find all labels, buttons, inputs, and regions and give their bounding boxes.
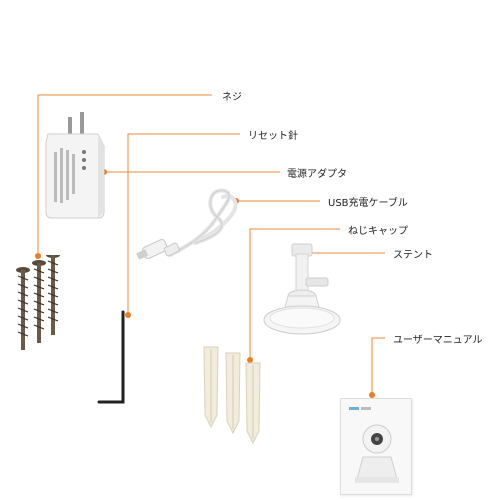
stand-image bbox=[263, 243, 341, 335]
callout-dot-reset-pin bbox=[125, 312, 131, 318]
manual-camera-illustration bbox=[349, 407, 399, 483]
manual-image bbox=[340, 398, 412, 495]
callout-dot-screw-caps bbox=[247, 357, 253, 363]
callout-line-screw-caps bbox=[249, 228, 340, 360]
label-stand: ステント bbox=[393, 250, 433, 261]
callout-line-manual bbox=[371, 337, 385, 395]
callout-dot-manual bbox=[369, 392, 375, 398]
screw-caps-image bbox=[203, 346, 261, 445]
label-usb-cable: USB充電ケーブル bbox=[328, 198, 408, 209]
label-reset-pin: リセット針 bbox=[248, 131, 298, 142]
callout-line-reset-pin bbox=[127, 133, 240, 315]
screws-image bbox=[16, 255, 60, 350]
label-screws: ネジ bbox=[222, 92, 242, 103]
power-adapter-image bbox=[45, 112, 105, 219]
usb-cable-image bbox=[136, 188, 238, 260]
callout-line-screws bbox=[37, 94, 212, 256]
label-screw-caps: ねじキャップ bbox=[348, 226, 408, 237]
reset-pin-image bbox=[97, 310, 125, 404]
callout-dot-screws bbox=[35, 253, 41, 259]
label-manual: ユーザーマニュアル bbox=[393, 335, 483, 346]
label-power-adapter: 電源アダプタ bbox=[287, 169, 347, 180]
